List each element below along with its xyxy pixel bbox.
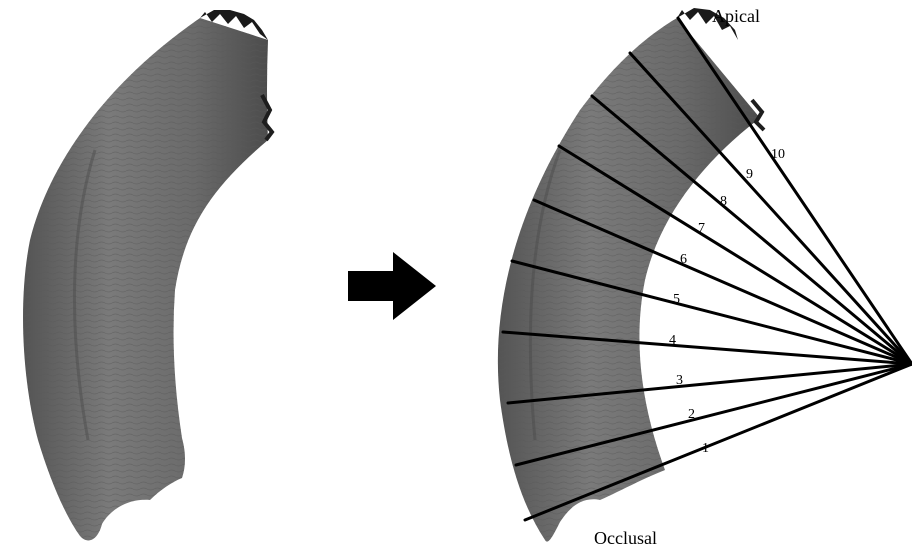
section-number-2: 2 (688, 407, 695, 422)
apical-label: Apical (712, 6, 760, 26)
section-number-9: 9 (746, 167, 753, 182)
section-number-7: 7 (698, 221, 705, 236)
section-number-8: 8 (720, 194, 727, 209)
right-tooth: 1 2 3 4 5 6 7 8 9 10 Apical Occlusal (498, 6, 912, 548)
section-number-3: 3 (676, 373, 683, 388)
right-arrow-icon (348, 252, 436, 320)
section-number-10: 10 (771, 147, 785, 162)
left-tooth (23, 10, 272, 540)
section-number-6: 6 (680, 252, 687, 267)
section-number-4: 4 (669, 333, 676, 348)
occlusal-label: Occlusal (594, 528, 657, 548)
section-number-1: 1 (702, 441, 709, 456)
section-number-5: 5 (673, 292, 680, 307)
